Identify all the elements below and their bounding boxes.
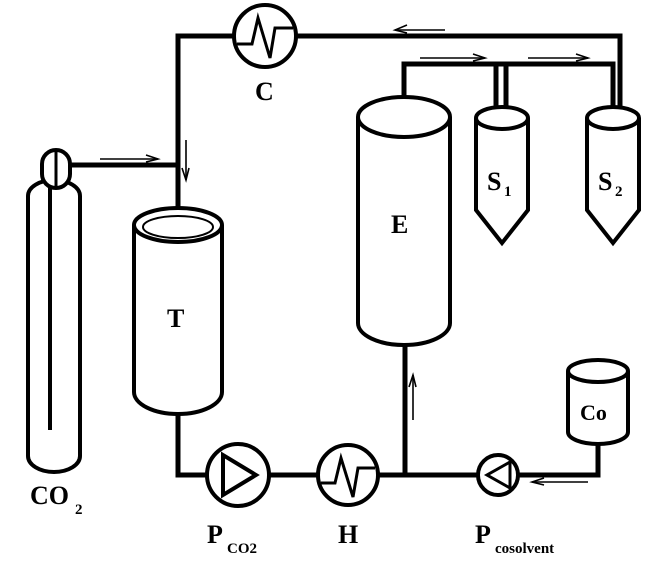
tank-label: T — [167, 304, 184, 333]
separator-2 — [585, 105, 641, 247]
condenser-label: C — [255, 77, 274, 106]
co2-cylinder-label: CO — [30, 481, 69, 510]
pipe-cylinder-to-line — [55, 162, 178, 178]
arrow-up-to-extractor — [408, 372, 417, 420]
arrow-right-to-s1 — [420, 53, 488, 62]
pump-cosolvent — [476, 453, 520, 497]
pump-co2-subscript: CO2 — [227, 541, 257, 557]
condenser — [232, 3, 298, 69]
pump-cosolvent-label: P — [475, 520, 491, 549]
pump-co2 — [205, 442, 271, 508]
pipe-tank-to-pump — [175, 405, 208, 478]
co2-cylinder — [26, 148, 82, 474]
flow-arrows — [100, 24, 591, 486]
tank — [132, 206, 224, 416]
pipe-condenser-to-s2 — [296, 33, 623, 110]
cosolvent-vessel — [566, 358, 630, 446]
arrow-left-cosolvent — [529, 477, 588, 486]
separator-2-label: S — [598, 167, 612, 196]
pipe-condenser-to-tank — [175, 33, 234, 235]
heater — [316, 443, 380, 507]
separator-1-subscript: 1 — [504, 184, 512, 200]
co2-cylinder-subscript: 2 — [75, 502, 83, 518]
separator-1 — [474, 105, 530, 247]
separator-1-label: S — [487, 167, 501, 196]
pipe-cosolvent-vessel-to-pump — [518, 440, 601, 478]
pump-co2-label: P — [207, 520, 223, 549]
separator-2-subscript: 2 — [615, 184, 623, 200]
arrow-right-from-cylinder — [100, 154, 161, 163]
pump-cosolvent-subscript: cosolvent — [495, 541, 554, 557]
extractor — [356, 95, 452, 347]
extractor-label: E — [391, 210, 408, 239]
arrow-right-to-s2 — [528, 53, 591, 62]
arrow-left-top — [392, 24, 445, 34]
heater-label: H — [338, 520, 358, 549]
pipe-heater-to-extractor — [378, 335, 408, 478]
cosolvent-vessel-label: Co — [580, 400, 607, 425]
arrow-down-to-tank — [181, 140, 190, 183]
